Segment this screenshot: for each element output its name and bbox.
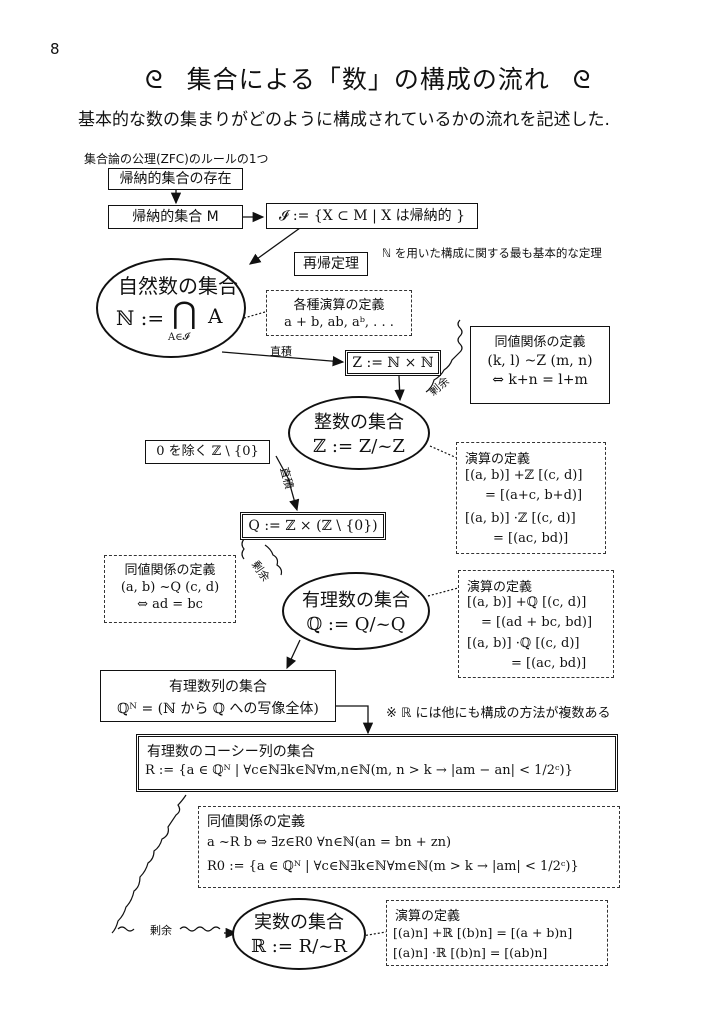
subtitle: 基本的な数の集まりがどのように構成されているかの流れを記述した. bbox=[78, 110, 610, 130]
rat-ops-l3: [(a, b)] ·ℚ [(c, d)] bbox=[467, 636, 580, 651]
eqrel-r-l2: R0 := {a ∈ ℚᴺ | ∀c∈ℕ∃k∈ℕ∀m∈ℕ(m > k → |am… bbox=[207, 859, 579, 874]
rat-ops-l1: [(a, b)] +ℚ [(c, d)] bbox=[467, 595, 587, 610]
real-ops-box: 演算の定義 [(a)n] +ℝ [(b)n] = [(a + b)n] [(a)… bbox=[386, 900, 608, 966]
rat-ops-l2: = [(ad + bc, bd)] bbox=[481, 615, 593, 630]
eqrel-z-l2: ⇔ k+n = l+m bbox=[492, 372, 588, 388]
seq-def: ℚᴺ = (ℕ から ℚ への写像全体) bbox=[117, 701, 319, 717]
seq-title: 有理数列の集合 bbox=[169, 679, 267, 695]
natural-ops-title: 各種演算の定義 bbox=[293, 298, 385, 313]
eqrel-q-l2: ⇔ ad = bc bbox=[137, 597, 203, 612]
eqrel-z-l1: (k, l) ~Z (m, n) bbox=[487, 353, 593, 369]
arrow-seq-to-cauchy bbox=[335, 705, 374, 735]
eqrel-r-title: 同値関係の定義 bbox=[207, 814, 305, 830]
z-product-label: Z := ℕ × ℕ bbox=[352, 355, 434, 371]
z-product-box: Z := ℕ × ℕ bbox=[345, 350, 441, 376]
natural-ops-body: a + b, ab, aᵇ, . . . bbox=[284, 315, 394, 330]
title-text: 集合による「数」の構成の流れ bbox=[186, 65, 550, 94]
integer-def: ℤ := Z/~Z bbox=[313, 436, 405, 457]
cauchy-box: 有理数のコーシー列の集合 R := {a ∈ ℚᴺ | ∀c∈ℕ∃k∈ℕ∀m,n… bbox=[136, 734, 618, 792]
q-product-label: Q := ℤ × (ℤ \ {0}) bbox=[248, 518, 378, 534]
exclude-zero-label: 0 を除く ℤ \ {0} bbox=[156, 444, 259, 459]
ornament-left-icon: ᘓ bbox=[145, 65, 164, 94]
natural-def-rhs: A bbox=[208, 304, 223, 328]
eqrel-z-title: 同値関係の定義 bbox=[494, 335, 586, 350]
eqrel-z-box: 同値関係の定義 (k, l) ~Z (m, n) ⇔ k+n = l+m bbox=[470, 326, 610, 404]
int-ops-l4: = [(ac, bd)] bbox=[493, 531, 569, 546]
natural-title: 自然数の集合 bbox=[118, 274, 238, 298]
inductive-set-box: 帰納的集合 M bbox=[108, 205, 243, 229]
cauchy-def: R := {a ∈ ℚᴺ | ∀c∈ℕ∃k∈ℕ∀m,n∈ℕ(m, n > k →… bbox=[145, 763, 573, 778]
eqrel-r-l1: a ~R b ⇔ ∃z∈R0 ∀n∈ℕ(an = bn + zn) bbox=[207, 835, 452, 850]
rational-node: 有理数の集合 ℚ := Q/~Q bbox=[282, 572, 430, 650]
natural-def-sub: A∈𝓘 bbox=[168, 332, 190, 343]
inductive-family-box: 𝓘 := {X ⊂ M | X は帰納的 } bbox=[266, 203, 478, 229]
arrow-rational-to-seq bbox=[286, 639, 301, 670]
seq-box: 有理数列の集合 ℚᴺ = (ℕ から ℚ への写像全体) bbox=[100, 670, 336, 722]
real-def: ℝ := R/~R bbox=[251, 936, 347, 957]
eqrel-r-box: 同値関係の定義 a ~R b ⇔ ∃z∈R0 ∀n∈ℕ(an = bn + zn… bbox=[198, 806, 620, 888]
zfc-caption: 集合論の公理(ZFC)のルールの1つ bbox=[84, 152, 269, 166]
int-ops-l3: [(a, b)] ·ℤ [(c, d)] bbox=[465, 511, 576, 526]
int-ops-title: 演算の定義 bbox=[465, 452, 531, 467]
real-note: ※ ℝ には他にも構成の方法が複数ある bbox=[386, 706, 611, 721]
inductive-family-label: 𝓘 := {X ⊂ M | X は帰納的 } bbox=[278, 208, 466, 224]
ornament-right-icon: ᘓ bbox=[572, 65, 592, 94]
arrow-family-to-natural bbox=[248, 227, 301, 265]
recursion-note: ℕ を用いた構成に関する最も基本的な定理 bbox=[382, 246, 602, 260]
cauchy-title: 有理数のコーシー列の集合 bbox=[147, 744, 315, 760]
arrow-natural-to-zproduct bbox=[221, 351, 345, 367]
exclude-zero-box: 0 を除く ℤ \ {0} bbox=[145, 440, 270, 464]
natural-numbers-node: 自然数の集合 ℕ := ⋂ A∈𝓘 A bbox=[96, 258, 246, 358]
recursion-label: 再帰定理 bbox=[303, 256, 359, 272]
direct-product-label-1: 直積 bbox=[270, 345, 292, 358]
quotient-wavy-rat2 bbox=[264, 544, 283, 576]
int-ops-l2: = [(a+c, b+d)] bbox=[485, 488, 583, 503]
inductive-exists-label: 帰納的集合の存在 bbox=[119, 171, 232, 187]
real-ops-l1: [(a)n] +ℝ [(b)n] = [(a + b)n] bbox=[393, 925, 573, 940]
q-product-box: Q := ℤ × (ℤ \ {0}) bbox=[240, 512, 386, 540]
real-title: 実数の集合 bbox=[254, 912, 344, 933]
real-node: 実数の集合 ℝ := R/~R bbox=[232, 898, 366, 970]
natural-ops-box: 各種演算の定義 a + b, ab, aᵇ, . . . bbox=[266, 290, 412, 336]
recursion-box: 再帰定理 bbox=[294, 252, 368, 276]
int-ops-box: 演算の定義 [(a, b)] +ℤ [(c, d)] = [(a+c, b+d)… bbox=[456, 442, 606, 554]
rat-ops-box: 演算の定義 [(a, b)] +ℚ [(c, d)] = [(ad + bc, … bbox=[458, 570, 614, 678]
natural-def-lhs: ℕ := bbox=[116, 306, 165, 330]
line-exclude-zero bbox=[275, 455, 289, 479]
eqrel-q-box: 同値関係の定義 (a, b) ~Q (c, d) ⇔ ad = bc bbox=[104, 555, 236, 623]
eqrel-q-title: 同値関係の定義 bbox=[124, 563, 216, 578]
quotient-wavy-int bbox=[425, 319, 463, 393]
inductive-exists-box: 帰納的集合の存在 bbox=[108, 168, 243, 190]
int-ops-l1: [(a, b)] +ℤ [(c, d)] bbox=[465, 468, 583, 483]
real-ops-title: 演算の定義 bbox=[395, 909, 461, 924]
page-title: ᘓ 集合による「数」の構成の流れ ᘓ bbox=[145, 60, 591, 96]
real-ops-l2: [(a)n] ·ℝ [(b)n] = [(ab)n] bbox=[393, 945, 548, 960]
integer-node: 整数の集合 ℤ := Z/~Z bbox=[288, 396, 430, 470]
rat-ops-title: 演算の定義 bbox=[467, 580, 533, 595]
quotient-label-3: 剰余 bbox=[150, 924, 172, 937]
quotient-wavy-real bbox=[111, 794, 187, 934]
eqrel-q-l1: (a, b) ~Q (c, d) bbox=[120, 580, 220, 595]
arrow-to-qproduct bbox=[287, 477, 300, 512]
rat-ops-l4: = [(ac, bd)] bbox=[511, 656, 587, 671]
arrow-zproduct-to-integer bbox=[394, 375, 405, 402]
inductive-set-label: 帰納的集合 M bbox=[132, 209, 219, 225]
natural-def-cap: ⋂ bbox=[172, 296, 197, 331]
integer-title: 整数の集合 bbox=[314, 412, 404, 433]
rational-def: ℚ := Q/~Q bbox=[306, 614, 406, 635]
rational-title: 有理数の集合 bbox=[302, 590, 410, 611]
page-number: 8 bbox=[50, 40, 60, 58]
